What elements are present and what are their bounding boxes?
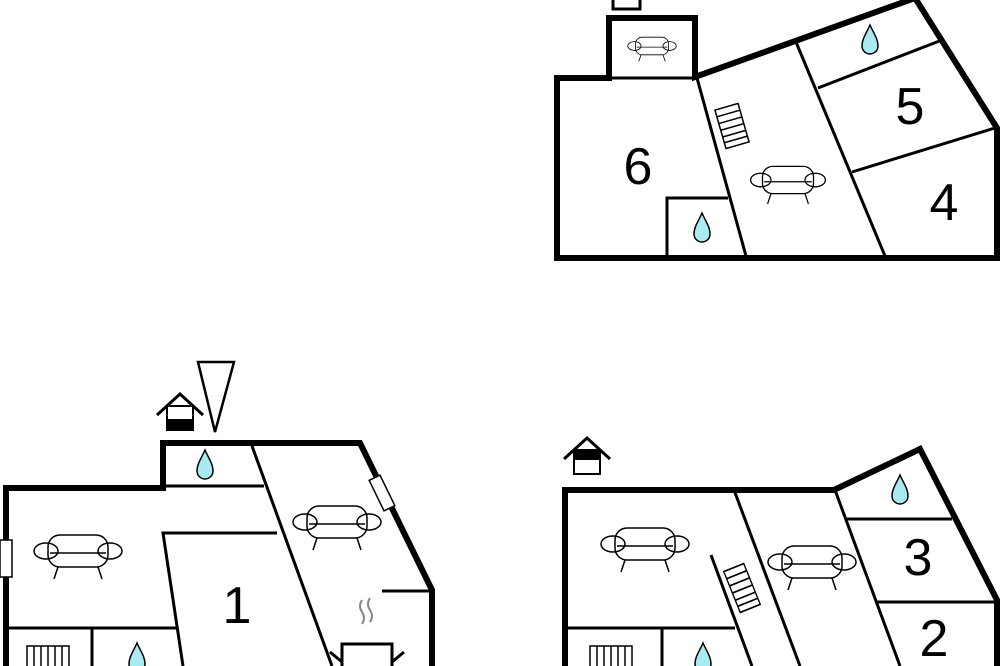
sofa-icon [292, 505, 382, 551]
ground-floor-right-plan: 3 2 [562, 436, 1000, 666]
outer-wall [554, 0, 1000, 261]
window [368, 474, 396, 512]
room-number: 1 [223, 577, 252, 635]
room-number: 4 [930, 174, 959, 232]
window [0, 539, 13, 578]
water-drop-icon [196, 449, 214, 480]
ground-floor-left-plan: 1 [0, 360, 435, 666]
room-number: 5 [896, 78, 925, 136]
fireplace-icon [329, 597, 405, 666]
room-number: 3 [904, 529, 933, 587]
radiator-icon [589, 645, 633, 666]
house-entrance-icon [155, 392, 205, 432]
room-number: 6 [624, 138, 653, 196]
sofa-icon [627, 36, 677, 62]
sofa-icon [33, 534, 123, 580]
radiator-icon [26, 645, 70, 666]
water-drop-icon [694, 642, 712, 666]
water-drop-icon [891, 474, 909, 505]
chimney [611, 0, 642, 11]
sofa-icon [749, 165, 827, 205]
sofa-icon [767, 545, 857, 591]
water-drop-icon [128, 642, 146, 666]
water-drop-icon [861, 24, 879, 55]
sofa-icon [600, 527, 690, 573]
outer-wall [562, 445, 1000, 666]
house-entrance-icon [562, 436, 612, 476]
room-number: 2 [920, 610, 949, 666]
north-arrow-icon [196, 360, 236, 433]
upper-floor-plan: 6 5 4 [554, 0, 1000, 261]
outer-wall [3, 440, 435, 666]
water-drop-icon [693, 212, 711, 243]
stairs-icon [714, 102, 750, 150]
